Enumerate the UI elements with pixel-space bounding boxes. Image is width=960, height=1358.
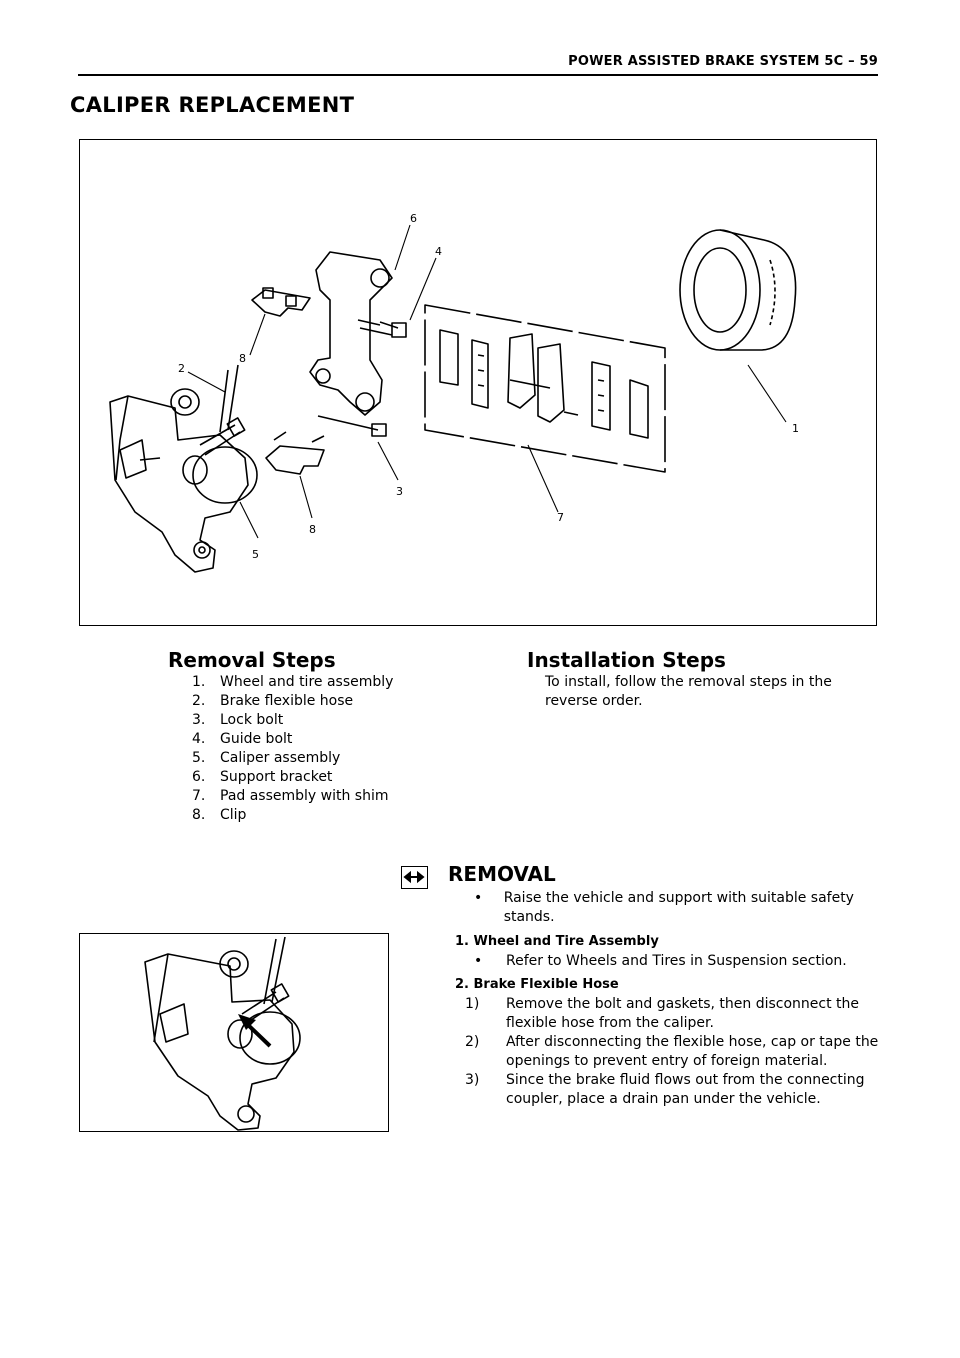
clip-lower-shape <box>265 431 325 475</box>
pointer-arrow-icon <box>238 1014 272 1048</box>
list-item: 4.Guide bolt <box>192 731 293 747</box>
callout-leaders <box>187 224 787 539</box>
wheel-tire-heading: 1. Wheel and Tire Assembly <box>455 934 659 949</box>
brake-pads-shape <box>507 333 579 423</box>
wheel-tire-shape <box>679 229 797 351</box>
callout-label: 3 <box>396 485 403 498</box>
list-item: 1.Wheel and tire assembly <box>192 674 394 690</box>
clip-upper-shape <box>251 287 311 317</box>
installation-text: To install, follow the removal steps in … <box>545 674 832 709</box>
header-rule <box>78 74 878 76</box>
callout-label: 1 <box>792 422 799 435</box>
bullet-icon: • <box>474 890 483 906</box>
running-head: POWER ASSISTED BRAKE SYSTEM 5C – 59 <box>568 54 878 69</box>
shim-plates-shape <box>439 329 649 439</box>
removal-arrows-icon <box>401 866 428 889</box>
callout-label: 5 <box>252 548 259 561</box>
callout-label: 8 <box>239 352 246 365</box>
list-item: 7.Pad assembly with shim <box>192 788 389 804</box>
hose-step: 3)Since the brake fluid flows out from t… <box>465 1072 865 1107</box>
list-item: 8.Clip <box>192 807 247 823</box>
removal-steps-heading: Removal Steps <box>168 648 336 672</box>
removal-heading: REMOVAL <box>448 862 556 886</box>
hose-removal-diagram <box>79 933 389 1132</box>
caliper-body-shape <box>109 364 258 573</box>
caliper-exploded-drawing: 1 2 3 4 5 6 7 8 8 <box>109 212 799 573</box>
list-item: 3.Lock bolt <box>192 712 284 728</box>
support-bracket-shape <box>309 251 407 437</box>
callout-label: 8 <box>309 523 316 536</box>
list-item: 5.Caliper assembly <box>192 750 341 766</box>
removal-steps-list: 1.Wheel and tire assembly 2.Brake flexib… <box>192 673 393 825</box>
callout-label: 7 <box>557 511 564 524</box>
callout-label: 2 <box>178 362 185 375</box>
list-item: 2.Brake flexible hose <box>192 693 354 709</box>
caliper-exploded-diagram: 1 2 3 4 5 6 7 8 8 <box>79 139 877 626</box>
hose-step: 2)After disconnecting the flexible hose,… <box>465 1034 879 1069</box>
pad-assembly-box <box>424 304 666 473</box>
list-item: 6.Support bracket <box>192 769 333 785</box>
page-title: CALIPER REPLACEMENT <box>70 93 355 117</box>
callout-label: 6 <box>410 212 417 225</box>
removal-bullet: • Raise the vehicle and support with sui… <box>470 889 880 927</box>
hose-step: 1)Remove the bolt and gaskets, then disc… <box>465 996 860 1031</box>
wheel-tire-bullet: • Refer to Wheels and Tires in Suspensio… <box>470 952 880 971</box>
brake-hose-heading: 2. Brake Flexible Hose <box>455 977 619 992</box>
bullet-icon: • <box>474 953 483 969</box>
callout-label: 4 <box>435 245 442 258</box>
hose-removal-drawing <box>144 936 301 1131</box>
installation-steps-heading: Installation Steps <box>527 648 726 672</box>
